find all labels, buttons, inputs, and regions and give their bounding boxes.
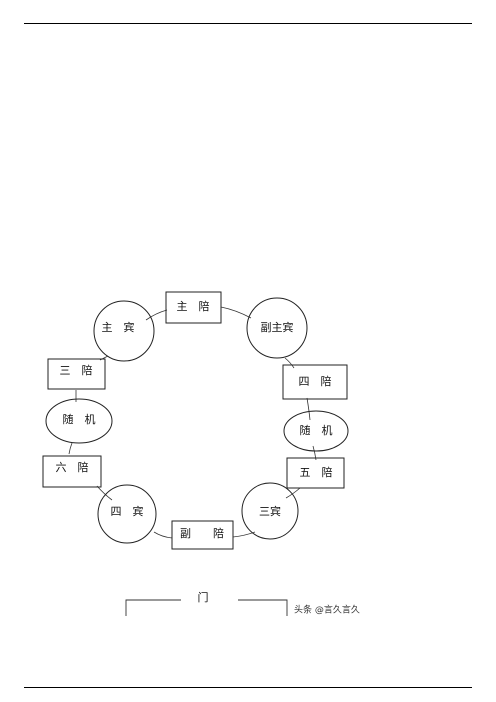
- connector-line: [145, 309, 168, 321]
- seat-third-guest-circle: [241, 482, 299, 540]
- seat-main-guest-circle: [93, 300, 155, 362]
- seat-vice-host-guest-circle: [246, 297, 308, 359]
- seat-third-guest-label: 三宾: [259, 504, 281, 518]
- watermark-text: 头条 @言久言久: [294, 604, 360, 616]
- connector-line: [306, 397, 311, 421]
- seat-third-companion-label: 三 陪: [60, 363, 93, 377]
- connector-line: [153, 531, 173, 539]
- seat-fourth-companion-box: [282, 364, 348, 400]
- connector-line: [220, 306, 252, 319]
- seat-host-companion-box: [165, 291, 222, 324]
- bottom-rule: [24, 687, 472, 688]
- door-right-line: [238, 599, 288, 616]
- seat-attendant-left-ellipse: [45, 398, 113, 444]
- connector-line: [96, 485, 113, 501]
- connector-lines: [68, 306, 317, 539]
- seat-fifth-companion-label: 五 陪: [300, 465, 333, 479]
- seat-vice-companion-box: [171, 520, 234, 550]
- seat-vice-host-guest-label: 副主宾: [261, 320, 294, 334]
- connector-line: [312, 445, 317, 461]
- seat-fourth-companion-label: 四 陪: [299, 374, 332, 388]
- seat-third-companion-box: [47, 358, 106, 390]
- connector-line: [284, 357, 295, 369]
- seat-vice-companion-label: 副 陪: [180, 526, 224, 540]
- door-label: 门: [198, 590, 209, 604]
- connector-line: [285, 487, 301, 499]
- seat-attendant-right-ellipse: [283, 410, 349, 452]
- seat-main-guest-label: 主 宾: [102, 320, 135, 334]
- seat-host-companion-label: 主 陪: [177, 299, 210, 313]
- seat-sixth-companion-box: [42, 455, 102, 488]
- seat-fourth-guest-circle: [97, 484, 157, 544]
- seat-attendant-right-label: 随 机: [300, 423, 333, 437]
- door-left-line: [125, 599, 181, 616]
- seat-fourth-guest-label: 四 宾: [111, 504, 144, 518]
- seat-sixth-companion-label: 六 陪: [56, 460, 89, 474]
- seat-fifth-companion-box: [286, 457, 345, 489]
- door: [125, 599, 288, 616]
- connector-line: [68, 442, 73, 455]
- connector-line: [232, 531, 256, 538]
- top-rule: [24, 23, 472, 24]
- seat-attendant-left-label: 随 机: [63, 412, 96, 426]
